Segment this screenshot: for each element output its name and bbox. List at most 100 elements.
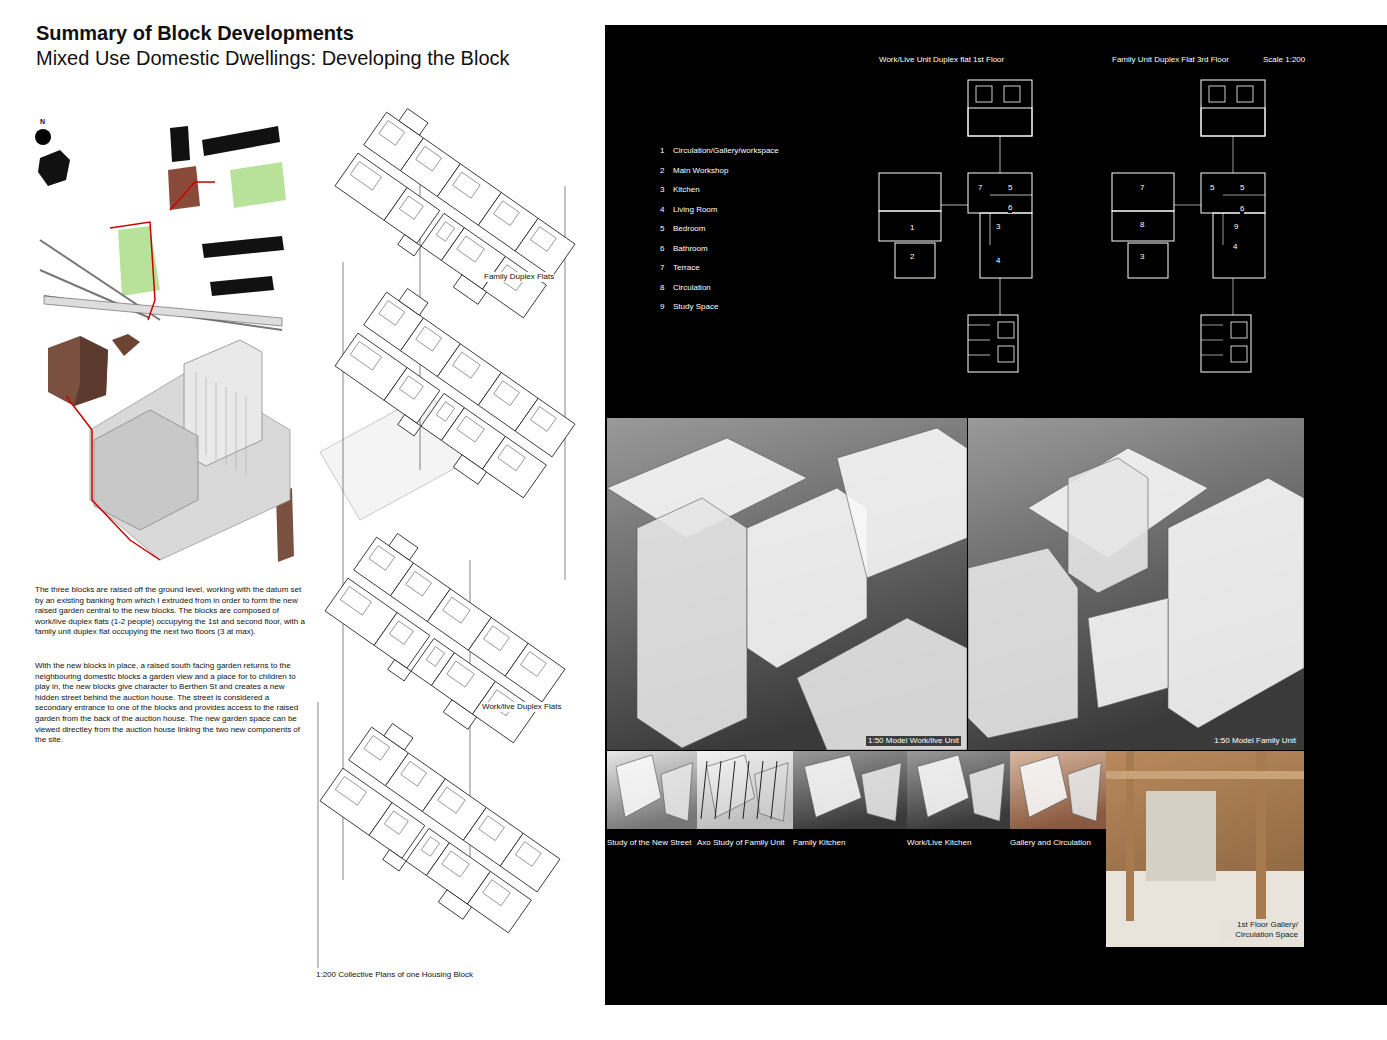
key-number: 7: [660, 263, 664, 273]
drawing-stroke: [482, 256, 546, 317]
drawing-stroke: [320, 392, 470, 520]
drawing-stroke: [311, 715, 568, 945]
drawing-stroke: [1020, 755, 1068, 817]
drawing-stroke: [436, 222, 454, 242]
drawing-stroke: [457, 236, 485, 262]
drawing-stroke: [447, 661, 475, 687]
room-number: 5: [1210, 183, 1214, 193]
drawing-stroke: [110, 182, 215, 320]
photo-panel: 1st Floor Gallery/ Circulation Space: [1106, 751, 1304, 947]
drawing-stroke: [607, 418, 967, 750]
photo-panel: Axo Study of Family Unit: [697, 751, 793, 829]
drawing-stroke: [453, 172, 481, 198]
drawing-stroke: [771, 761, 777, 819]
drawing-stroke: [1223, 195, 1265, 196]
drawing-stroke: [436, 402, 454, 422]
photo-image: [1010, 751, 1106, 829]
drawing-stroke: [697, 751, 793, 829]
drawing-stroke: [401, 761, 427, 786]
room-number: 3: [996, 222, 1000, 232]
drawing-stroke: [793, 751, 907, 829]
room-number: 2: [910, 252, 914, 262]
drawing-stroke: [998, 346, 1014, 362]
drawing-stroke: [1209, 86, 1225, 102]
room-number: 4: [1233, 242, 1237, 252]
drawing-stroke: [40, 240, 282, 330]
drawing-stroke: [170, 126, 190, 162]
key-number: 2: [660, 166, 664, 176]
drawing-stroke: [483, 880, 511, 906]
key-number: 9: [660, 302, 664, 312]
drawing-stroke: [715, 761, 721, 819]
photo-image: [968, 418, 1304, 750]
drawing-stroke: [1010, 751, 1106, 829]
drawing-stroke: [980, 213, 1032, 278]
room-number: 7: [1140, 183, 1144, 193]
drawing-stroke: [1237, 86, 1253, 102]
drawing-stroke: [1233, 136, 1234, 173]
key-number: 5: [660, 224, 664, 234]
drawing-stroke: [438, 787, 466, 813]
drawing-stroke: [1146, 791, 1216, 881]
drawing-stroke: [968, 355, 990, 356]
drawing-stroke: [743, 761, 749, 819]
scale-note: Scale 1:200: [1263, 55, 1305, 65]
drawing-stroke: [1004, 86, 1020, 102]
drawing-stroke: [168, 166, 200, 210]
photo-image: [607, 418, 967, 750]
drawing-stroke: [895, 243, 935, 278]
drawing-stroke: [442, 851, 470, 877]
black-panel: [605, 25, 1387, 1005]
key-text: Bedroom: [673, 224, 705, 234]
drawing-stroke: [797, 618, 967, 750]
drawing-stroke: [990, 195, 1032, 196]
key-number: 3: [660, 185, 664, 195]
drawing-stroke: [416, 146, 442, 171]
drawing-stroke: [616, 755, 661, 817]
room-number: 6: [1240, 204, 1244, 214]
drawing-stroke: [210, 276, 274, 296]
drawing-stroke: [340, 586, 371, 615]
drawing-stroke: [350, 161, 381, 190]
drawing-stroke: [968, 108, 1032, 136]
drawing-stroke: [482, 436, 546, 497]
drawing-stroke: [230, 162, 286, 208]
room-number: 5: [1008, 183, 1012, 193]
drawing-stroke: [484, 626, 510, 651]
drawing-stroke: [1201, 355, 1223, 356]
room-number: 1: [910, 223, 914, 233]
drawing-stroke: [998, 322, 1014, 338]
drawing-stroke: [226, 387, 227, 465]
drawing-stroke: [1201, 340, 1223, 341]
drawing-stroke: [48, 336, 108, 406]
drawing-stroke: [1201, 325, 1223, 326]
drawing-stroke: [379, 121, 405, 146]
drawing-stroke: [804, 755, 861, 817]
photo-caption: Family Kitchen: [793, 838, 903, 848]
drawing-caption: 1:200 Collective Plans of one Housing Bl…: [316, 970, 473, 980]
body-text: With the new blocks in place, a raised s…: [35, 661, 307, 746]
drawing-stroke: [976, 86, 992, 102]
photo-panel: 1:50 Model Family Unit: [968, 418, 1304, 750]
drawing-stroke: [1106, 871, 1304, 947]
drawing-stroke: [729, 761, 735, 819]
drawing-stroke: [66, 396, 160, 560]
drawing-stroke: [318, 702, 319, 968]
drawing-stroke: [389, 621, 413, 644]
photo-image: [607, 751, 697, 829]
room-number: 5: [1240, 183, 1244, 193]
room-number: 9: [1234, 222, 1238, 232]
drawing-stroke: [453, 455, 486, 484]
drawing-stroke: [494, 381, 520, 406]
drawing-stroke: [1256, 751, 1266, 941]
key-number: 6: [660, 244, 664, 254]
drawing-stroke: [184, 340, 262, 466]
room-number: 6: [1008, 203, 1012, 213]
photo-image: [1106, 751, 1304, 947]
key-text: Kitchen: [673, 185, 700, 195]
photo-image: [697, 751, 793, 829]
drawing-stroke: [369, 546, 395, 571]
drawing-stroke: [1223, 213, 1224, 245]
key-text: Study Space: [673, 302, 718, 312]
photo-image: [793, 751, 907, 829]
